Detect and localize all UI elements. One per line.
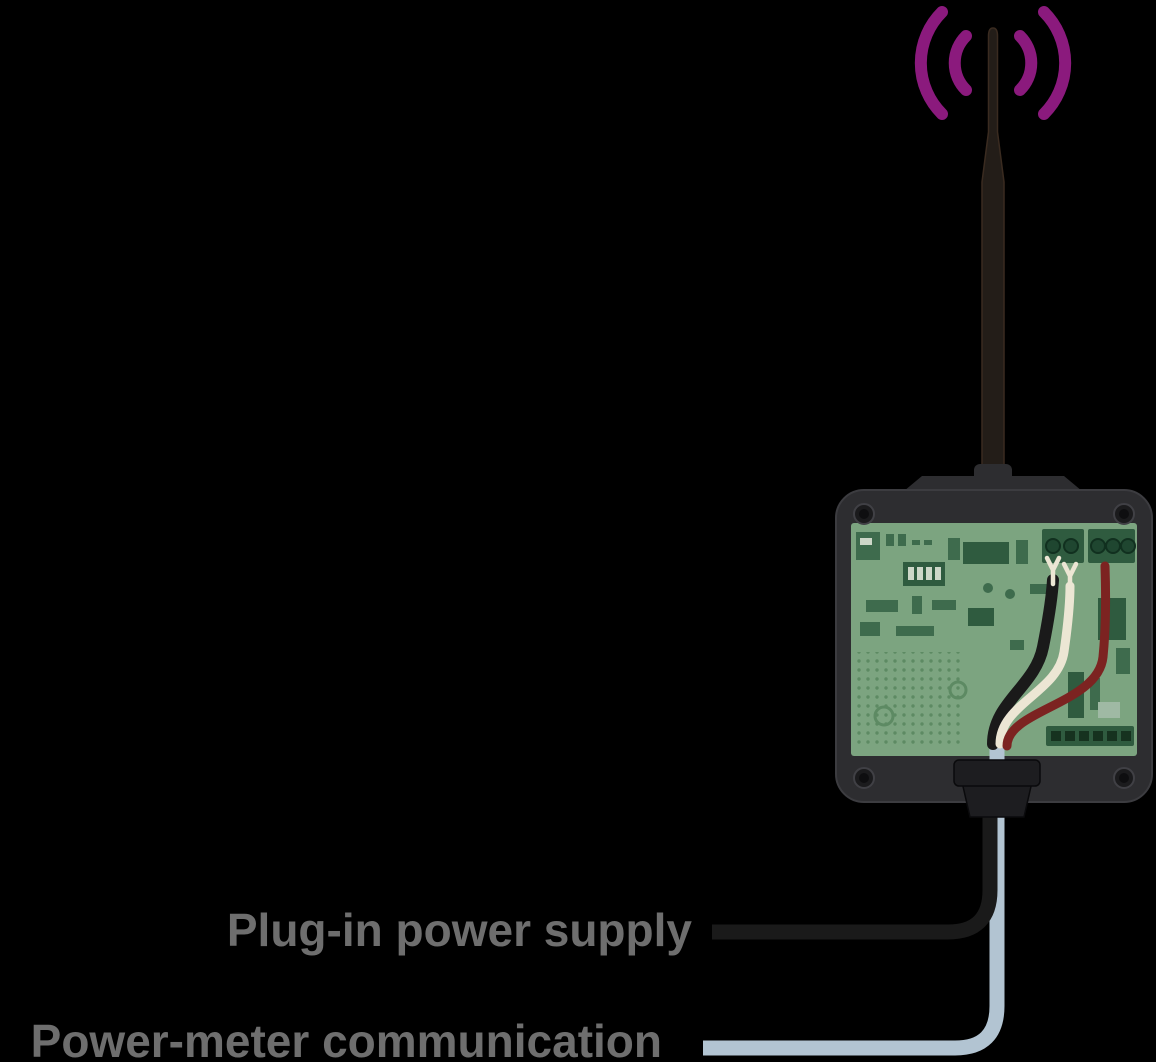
screw-icon [1113, 767, 1135, 789]
communication-cable [703, 732, 1005, 1056]
label-plug-in-power-supply: Plug-in power supply [227, 904, 693, 956]
white-wire [995, 581, 1075, 749]
cable-gland [953, 759, 1041, 818]
antenna-icon [981, 27, 1005, 503]
internal-wires [987, 555, 1111, 751]
screw-icon [1113, 503, 1135, 525]
fork-terminal-icon [1044, 555, 1062, 587]
wireless-signal-icon [914, 6, 1072, 120]
fork-terminal-icon [1061, 561, 1079, 593]
label-power-meter-communication: Power-meter communication [31, 1015, 662, 1062]
black-wire [987, 574, 1059, 750]
screw-icon [853, 767, 875, 789]
power-supply-cable [712, 786, 998, 940]
screw-icon [853, 503, 875, 525]
red-wire [1002, 561, 1111, 751]
pcb-components [853, 529, 1136, 746]
